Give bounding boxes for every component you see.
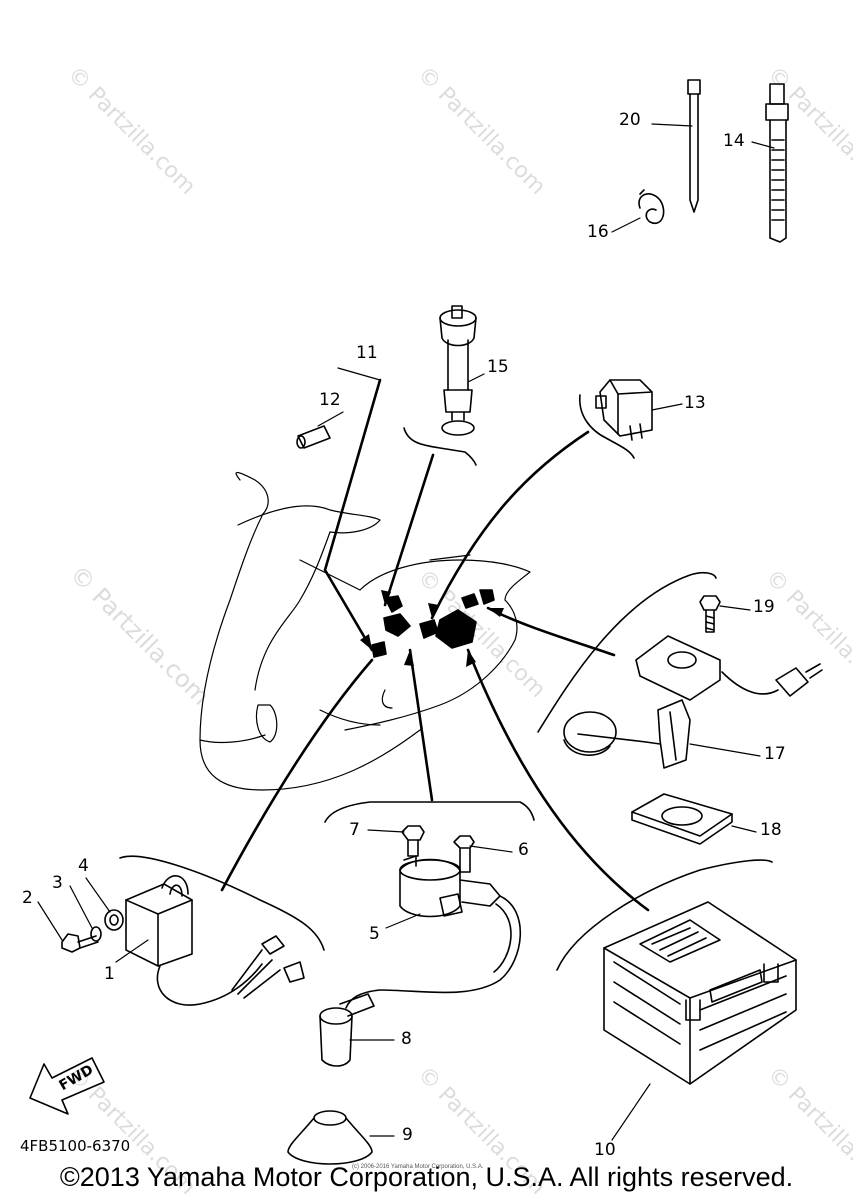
part-2-bolt [61,933,99,953]
fine-print: (c) 2006-2016 Yamaha Motor Corporation, … [352,1164,484,1170]
part-5-ignition-coil [345,855,522,1009]
part-12-fuse [296,425,331,449]
callout-6: 6 [518,840,529,860]
callout-10: 10 [594,1140,616,1160]
callout-17: 17 [764,744,786,764]
part-13-relay [595,379,653,441]
fwd-arrow-icon [29,1057,105,1115]
callout-14: 14 [723,131,745,151]
scooter-outline [199,471,531,791]
part-10-battery [603,901,797,1085]
callout-5: 5 [369,924,380,944]
part-17-fuel-sender [563,635,823,769]
part-7-bolt [401,825,425,857]
callout-16: 16 [587,222,609,242]
part-8-plug-cap [319,993,375,1067]
callout-leaders [37,123,775,1141]
callout-20: 20 [619,110,641,130]
callout-15: 15 [487,357,509,377]
callout-11: 11 [356,343,378,363]
callout-12: 12 [319,390,341,410]
callout-2: 2 [22,888,33,908]
callout-13: 13 [684,393,706,413]
part-15-switch [439,305,477,436]
part-6-bolt [453,835,475,873]
callout-9: 9 [402,1125,413,1145]
part-18-gasket [631,793,733,845]
part-9-cap-cover [287,1110,373,1165]
leader-arrowheads [360,590,504,667]
part-4-washer [104,909,124,931]
callout-1: 1 [104,964,115,984]
part-3-washer [90,926,102,942]
copyright-notice: ©2013 Yamaha Motor Corporation, U.S.A. A… [59,1162,794,1192]
part-1-cdi-unit [125,875,305,1006]
group-brackets [119,394,773,971]
callout-4: 4 [78,856,89,876]
part-14-band [765,83,789,243]
mounted-components [371,589,495,658]
callout-18: 18 [760,820,782,840]
part-16-clip [638,189,665,225]
part-20-cable-tie [687,79,701,213]
callout-7: 7 [349,820,360,840]
diagram-part-code: 4FB5100-6370 [20,1137,131,1155]
leader-lines [220,378,650,912]
callout-19: 19 [753,597,775,617]
part-19-bolt [699,595,721,633]
callout-3: 3 [52,873,63,893]
callout-8: 8 [401,1029,412,1049]
